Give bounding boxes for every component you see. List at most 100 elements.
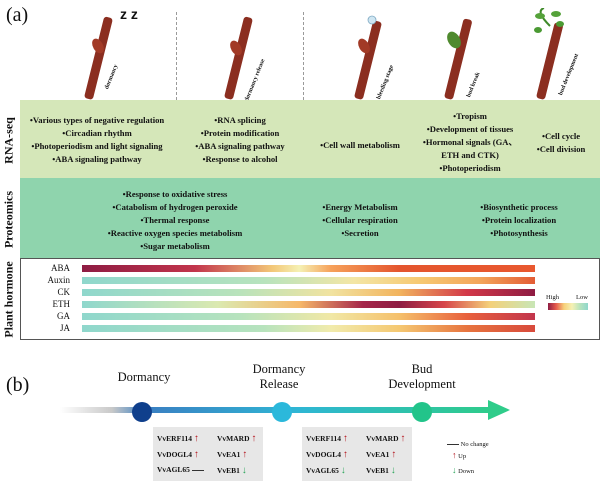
auxin-heat-bar — [82, 277, 535, 284]
gene-entry: VvAGL65 — [157, 465, 204, 474]
list-item-continuation-text: ETH and CTK) — [441, 150, 499, 160]
down-arrow-icon: ↓ — [452, 465, 457, 475]
rna-bud-break-list: Tropism Development of tissues Hormonal … — [405, 110, 535, 175]
gene-name: VvEA1 — [217, 450, 241, 459]
bud-development-cane-illustration — [534, 8, 564, 100]
prot-late-list: Biosynthetic process Protein localizatio… — [464, 201, 574, 240]
list-item: Hormonal signals (GA、 — [405, 136, 535, 149]
bleeding-stage-cane-illustration — [354, 15, 382, 100]
gene-name: VvAGL65 — [157, 465, 190, 474]
dormancy-release-node — [272, 402, 292, 422]
list-item: Secretion — [310, 227, 410, 240]
list-item: Circadian rhythm — [22, 127, 172, 140]
gene-name: VvEA1 — [366, 450, 390, 459]
gene-name: VvEB1 — [217, 466, 240, 475]
gene-entry: VvDOGL4 ↑ — [157, 449, 199, 460]
list-item: Response to alcohol — [180, 153, 300, 166]
gene-entry: VvERF114 ↑ — [157, 433, 199, 444]
list-item: Photoperiodism and light signaling — [22, 140, 172, 153]
gene-entry: VvMARD ↑ — [366, 433, 405, 444]
up-arrow-icon: ↑ — [400, 433, 406, 444]
timeline-label-dormancy: Dormancy — [117, 370, 171, 384]
panel-a-label: (a) — [6, 4, 29, 26]
key-label: Up — [458, 453, 467, 460]
hormone-label: ETH — [52, 299, 71, 309]
list-item: Various types of negative regulation — [22, 114, 172, 127]
bud-break-cane-illustration — [444, 18, 472, 100]
list-item: Cell wall metabolism — [305, 139, 415, 152]
gene-box-bud-development: VvERF114 ↑ VvMARD ↑ VvDOGL4 ↑ VvEA1 ↑ Vv… — [302, 427, 412, 481]
timeline-label-line: Release — [259, 377, 299, 391]
prot-early-list: Response to oxidative stress Catabolism … — [80, 188, 270, 253]
list-item: Protein modification — [180, 127, 300, 140]
dormancy-node — [132, 402, 152, 422]
up-arrow-icon: ↑ — [193, 449, 199, 460]
row-label-rna-seq: RNA-seq — [1, 117, 16, 164]
gene-box-release: VvERF114 ↑ VvMARD ↑ VvDOGL4 ↑ VvEA1 ↑ Vv… — [153, 427, 263, 481]
list-item: Photosynthesis — [464, 227, 574, 240]
gene-entry: VvEB1 ↓ — [366, 465, 396, 476]
list-item: Tropism — [405, 110, 535, 123]
key-label: No change — [460, 441, 489, 448]
gene-name: VvEB1 — [366, 466, 389, 475]
gene-name: VvDOGL4 — [157, 450, 193, 459]
up-arrow-icon: ↑ — [391, 449, 397, 460]
gene-name: VvAGL65 — [306, 466, 339, 475]
gene-entry: VvEB1 ↓ — [217, 465, 247, 476]
key-label: Down — [458, 468, 475, 475]
dormancy-release-cane-illustration — [224, 16, 253, 100]
heat-legend-scale — [548, 303, 588, 310]
hormone-label: ABA — [50, 263, 70, 273]
gene-entry: VvDOGL4 ↑ — [306, 449, 348, 460]
ck-heat-bar — [82, 289, 535, 296]
gene-entry: VvAGL65 ↓ — [306, 465, 346, 476]
prot-middle-list: Energy Metabolism Cellular respiration S… — [310, 201, 410, 240]
list-item: Response to oxidative stress — [80, 188, 270, 201]
up-arrow-icon: ↑ — [193, 433, 199, 444]
list-item: ABA signaling pathway — [22, 153, 172, 166]
eth-heat-bar — [82, 301, 535, 308]
hormone-label: Auxin — [47, 275, 71, 285]
list-item: Thermal response — [80, 214, 270, 227]
timeline-label-bud-development: Bud Development — [372, 362, 472, 392]
legend-high-label: High — [546, 294, 559, 301]
down-arrow-icon: ↓ — [390, 465, 396, 476]
timeline-label-dormancy-release: Dormancy Release — [234, 362, 324, 392]
list-item-continuation: ETH and CTK) — [405, 149, 535, 162]
list-item: Sugar metabolism — [80, 240, 270, 253]
gene-name: VvERF114 — [306, 434, 342, 443]
hormone-label: GA — [57, 311, 70, 321]
list-item: Catabolism of hydrogen peroxide — [80, 201, 270, 214]
hormone-label: CK — [57, 287, 70, 297]
rna-dormancy-list: Various types of negative regulation Cir… — [22, 114, 172, 166]
timeline-label-line: Bud — [411, 362, 433, 376]
list-item: Protein localization — [464, 214, 574, 227]
key-down: ↓ Down — [452, 465, 474, 475]
up-arrow-icon: ↑ — [342, 449, 348, 460]
list-item: Reactive oxygen species metabolism — [80, 227, 270, 240]
list-item: Biosynthetic process — [464, 201, 574, 214]
ja-heat-bar — [82, 325, 535, 332]
gene-name: VvMARD — [217, 434, 250, 443]
aba-heat-bar — [82, 265, 535, 272]
list-item: Energy Metabolism — [310, 201, 410, 214]
hormone-label: JA — [59, 323, 70, 333]
rna-bud-development-list: Cell cycle Cell division — [525, 130, 597, 156]
timeline-label-line: Development — [388, 377, 456, 391]
list-item: Cellular respiration — [310, 214, 410, 227]
dormancy-cane-illustration — [84, 16, 113, 100]
list-item: Photoperiodism — [405, 162, 535, 175]
gene-name: VvMARD — [366, 434, 399, 443]
up-arrow-icon: ↑ — [342, 433, 348, 444]
list-item: RNA splicing — [180, 114, 300, 127]
gene-entry: VvEA1 ↑ — [366, 449, 396, 460]
sleep-zzz-icon: z z — [120, 6, 138, 22]
down-arrow-icon: ↓ — [340, 465, 346, 476]
gene-name: VvERF114 — [157, 434, 193, 443]
legend-low-label: Low — [576, 294, 588, 301]
no-change-icon — [191, 469, 204, 472]
key-up: ↑ Up — [452, 450, 466, 460]
row-label-gutter — [0, 100, 20, 340]
up-arrow-icon: ↑ — [251, 433, 257, 444]
no-change-icon — [447, 443, 459, 446]
